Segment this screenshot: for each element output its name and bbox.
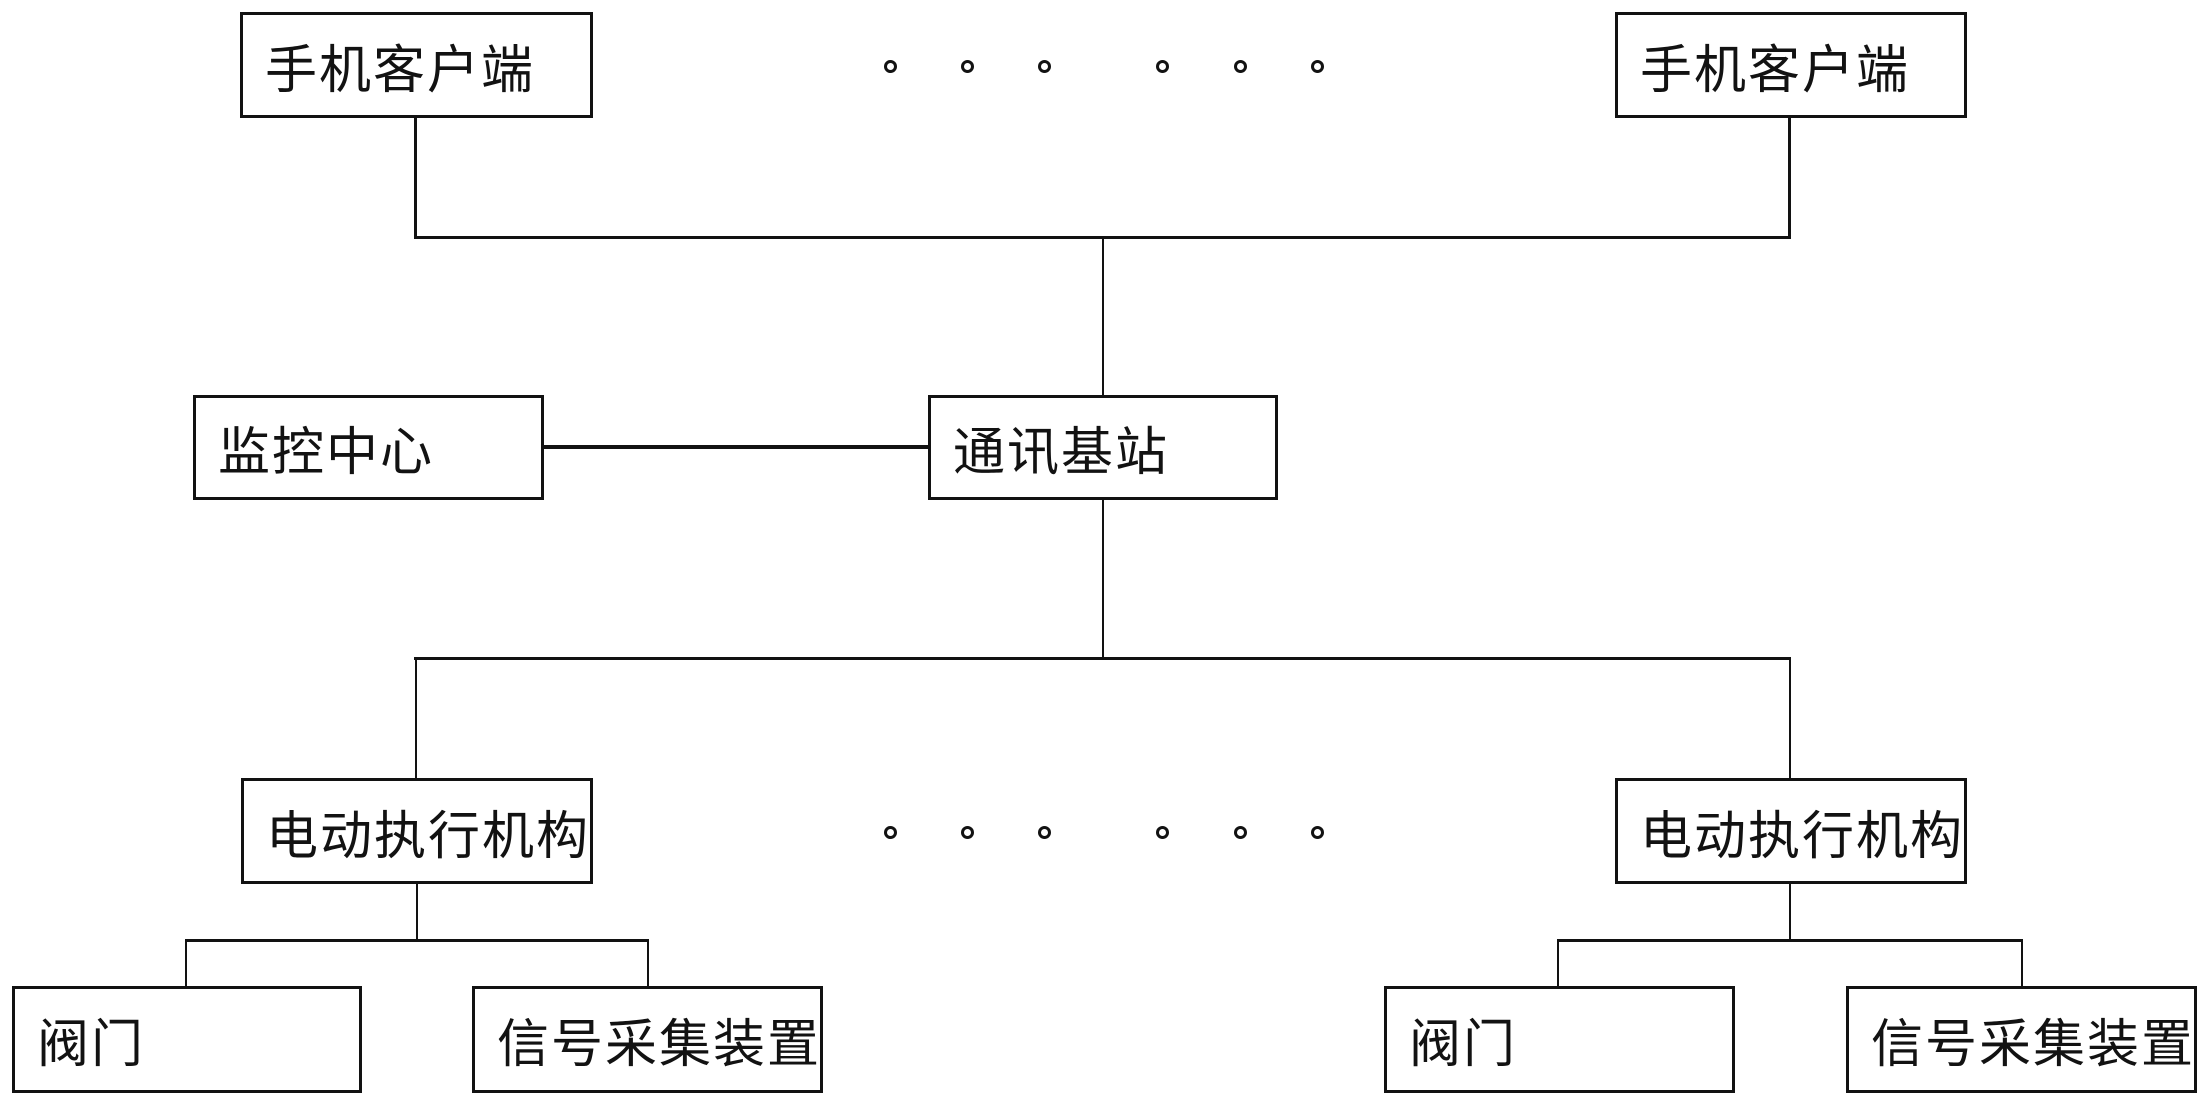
ellipsis-dot-icon [1311, 60, 1324, 73]
node-monitoring-center: 监控中心 [193, 395, 544, 500]
ellipsis-dot-icon [1234, 60, 1247, 73]
node-signal-collector-right: 信号采集装置 [1846, 986, 2197, 1093]
node-valve-right: 阀门 [1384, 986, 1735, 1093]
node-phone-client-right: 手机客户端 [1615, 12, 1967, 118]
connector-valve-right-drop [1557, 942, 1559, 986]
connector-top-trunk-horizontal [414, 236, 1791, 239]
node-signal-collector-right-label: 信号采集装置 [1871, 1015, 2196, 1075]
ellipsis-dot-icon [961, 826, 974, 839]
node-valve-left-label: 阀门 [37, 1015, 146, 1075]
node-base-station-label: 通讯基站 [953, 423, 1170, 483]
ellipsis-dot-icon [1156, 826, 1169, 839]
ellipsis-dot-icon [1234, 826, 1247, 839]
ellipsis-dot-icon [884, 60, 897, 73]
ellipsis-dot-icon [1156, 60, 1169, 73]
connector-lower-trunk-horizontal [414, 657, 1791, 660]
node-phone-client-right-label: 手机客户端 [1640, 40, 1911, 101]
connector-monitor-to-base-station [543, 445, 928, 449]
node-phone-client-left-label: 手机客户端 [265, 40, 536, 101]
connector-phone-left-vertical [414, 117, 417, 239]
connector-valve-left-drop [185, 942, 187, 986]
connector-signal-left-drop [647, 942, 649, 986]
ellipsis-dot-icon [1038, 60, 1051, 73]
node-phone-client-left: 手机客户端 [240, 12, 593, 118]
connector-actuator-right-vertical [1789, 660, 1791, 778]
connector-base-station-down [1102, 499, 1104, 659]
connector-actuator-left-vertical [415, 660, 417, 778]
connector-branch-left-horizontal [185, 939, 649, 942]
node-monitoring-center-label: 监控中心 [218, 423, 435, 483]
ellipsis-dot-icon [884, 826, 897, 839]
connector-actuator-left-down [416, 883, 418, 941]
ellipsis-dot-icon [1311, 826, 1324, 839]
connector-signal-right-drop [2021, 942, 2023, 986]
node-actuator-left-label: 电动执行机构 [266, 806, 591, 867]
node-valve-right-label: 阀门 [1409, 1015, 1518, 1075]
connector-branch-right-horizontal [1557, 939, 2023, 942]
ellipsis-dot-icon [961, 60, 974, 73]
connector-actuator-right-down [1789, 883, 1791, 941]
node-actuator-right: 电动执行机构 [1615, 778, 1967, 884]
node-valve-left: 阀门 [12, 986, 362, 1093]
node-signal-collector-left: 信号采集装置 [472, 986, 823, 1093]
node-actuator-right-label: 电动执行机构 [1640, 806, 1965, 867]
node-actuator-left: 电动执行机构 [241, 778, 593, 884]
node-base-station: 通讯基站 [928, 395, 1278, 500]
node-signal-collector-left-label: 信号采集装置 [497, 1015, 822, 1075]
ellipsis-dot-icon [1038, 826, 1051, 839]
connector-phone-right-vertical [1788, 117, 1791, 239]
connector-trunk-to-base-station [1102, 239, 1104, 395]
